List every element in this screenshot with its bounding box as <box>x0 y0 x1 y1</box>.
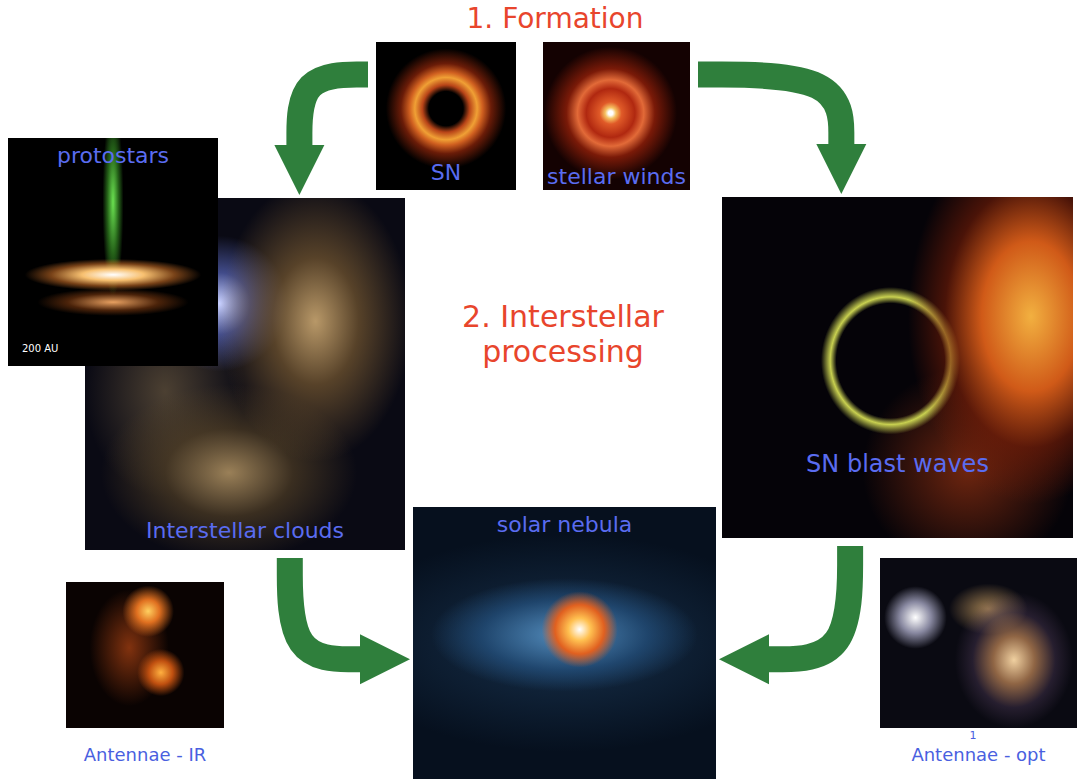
antennae-ir-image: Antennae - IR <box>66 582 224 766</box>
scale-label: 200 AU <box>22 344 102 354</box>
photo <box>66 582 224 728</box>
photo <box>722 197 1073 538</box>
blast-wave-image: SN blast waves <box>722 197 1073 538</box>
image-caption: Antennae - opt <box>880 744 1077 766</box>
diagram-title: 1. Formation <box>395 4 715 35</box>
photo <box>880 558 1077 728</box>
protostar-image: protostars <box>8 138 218 366</box>
image-caption: SN <box>376 163 516 184</box>
flow-arrow <box>290 558 360 659</box>
image-caption: solar nebula <box>413 515 716 536</box>
footnote-number: 1 <box>966 730 980 741</box>
image-caption: protostars <box>8 146 218 167</box>
image-caption: Interstellar clouds <box>85 521 405 542</box>
antennae-optical-image: Antennae - opt <box>880 558 1077 766</box>
photo <box>8 138 218 366</box>
supernova-image: SN <box>376 42 516 190</box>
photo <box>413 507 716 779</box>
image-caption: SN blast waves <box>722 453 1073 476</box>
flow-arrow <box>769 546 850 659</box>
flow-arrow <box>299 75 368 145</box>
image-caption: stellar winds <box>543 167 690 188</box>
image-caption: Antennae - IR <box>66 744 224 766</box>
stellar-wind-image: stellar winds <box>543 42 690 190</box>
solar-nebula-image: solar nebula <box>413 507 716 779</box>
flow-arrow <box>698 75 841 144</box>
section-heading: 2. Interstellar processing <box>413 300 713 369</box>
